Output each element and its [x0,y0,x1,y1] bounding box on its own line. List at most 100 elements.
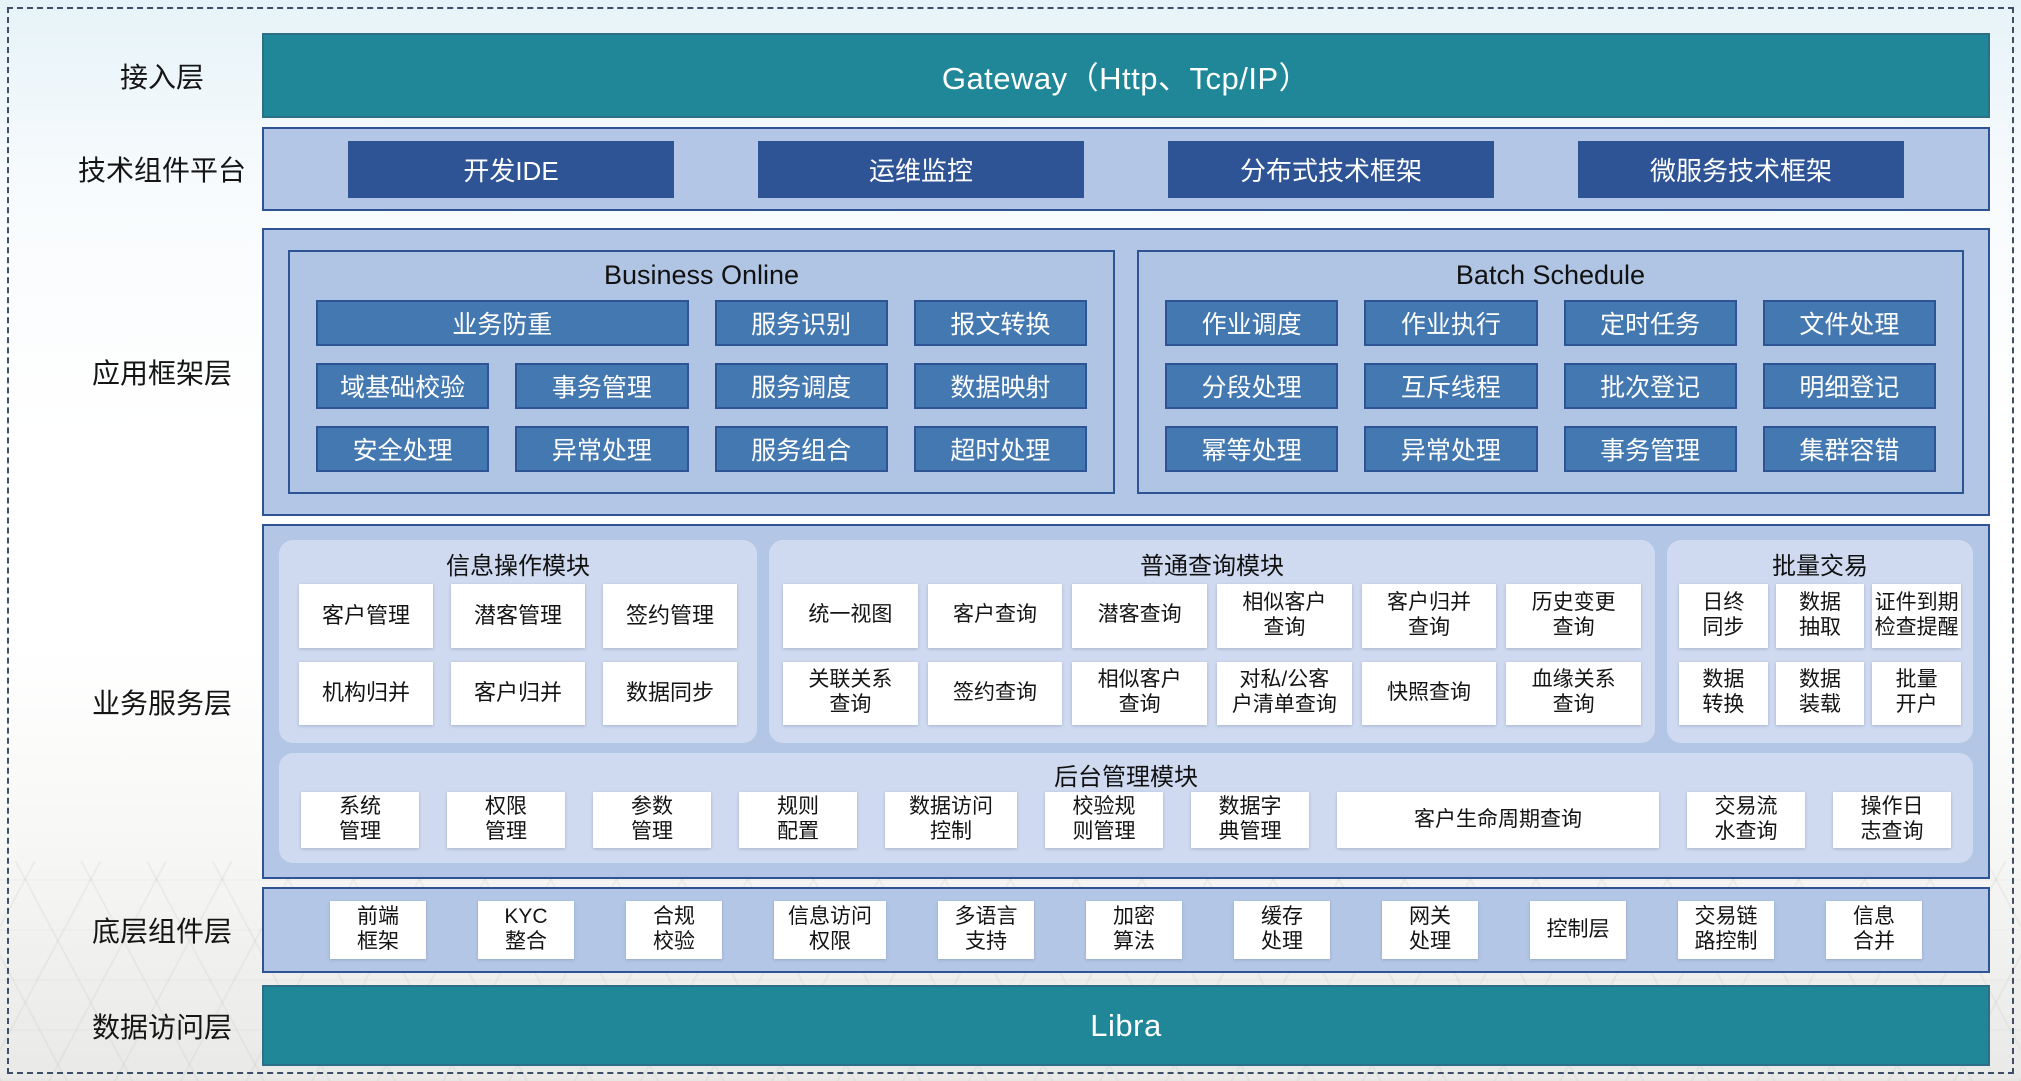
fw-node: 作业调度 [1165,300,1339,346]
service-card: 数据访问 控制 [885,792,1017,848]
batch-transaction-title: 批量交易 [1772,552,1868,580]
service-card: 客户归并 [451,661,585,725]
business-service-top: 信息操作模块 客户管理 潜客管理 签约管理 机构归并 客户归并 数据同步 普通查… [279,540,1973,743]
fw-node: 异常处理 [515,426,689,472]
service-card: 参数 管理 [593,792,711,848]
business-service-row: 信息操作模块 客户管理 潜客管理 签约管理 机构归并 客户归并 数据同步 普通查… [262,524,1990,879]
service-card: 日终 同步 [1679,584,1768,648]
fw-node: 明细登记 [1762,363,1936,409]
gateway-bar: Gateway（Http、Tcp/IP） [262,33,1990,118]
service-card: 数据 抽取 [1775,584,1865,648]
tech-item-ops-monitoring: 运维监控 [758,140,1084,198]
fw-node: 异常处理 [1364,426,1538,472]
fw-node: 幂等处理 [1165,426,1339,472]
tech-item-microservice-framework: 微服务技术框架 [1578,140,1904,198]
service-card: 对私/公客 户清单查询 [1217,661,1352,725]
fw-node: 分段处理 [1165,363,1339,409]
component-card: KYC 整合 [478,901,574,959]
layer-label-app-framework: 应用框架层 [91,358,232,389]
service-card: 校验规 则管理 [1045,792,1163,848]
batch-schedule-panel: Batch Schedule 作业调度 作业执行 定时任务 文件处理 分段处理 … [1137,250,1964,494]
business-online-title: Business Online [603,259,800,290]
fw-node: 报文转换 [913,300,1087,346]
service-card: 快照查询 [1361,661,1497,725]
component-card: 网关 处理 [1382,901,1478,959]
business-online-panel: Business Online 业务防重 服务识别 报文转换 域基础校验 事务管… [288,250,1115,494]
fw-node: 集群容错 [1762,426,1936,472]
backend-admin-title: 后台管理模块 [1054,763,1198,791]
service-card: 系统 管理 [301,792,419,848]
tech-platform-row: 开发IDE 运维监控 分布式技术框架 微服务技术框架 [262,127,1990,211]
info-operation-title: 信息操作模块 [446,552,590,580]
libra-bar: Libra [262,985,1990,1066]
common-query-title: 普通查询模块 [1140,552,1284,580]
service-card: 交易流 水查询 [1687,792,1805,848]
service-card: 统一视图 [783,584,918,648]
libra-bar-text: Libra [1090,1007,1162,1043]
service-card: 潜客查询 [1072,584,1207,648]
service-card: 数据字 典管理 [1191,792,1309,848]
fw-node: 服务调度 [714,363,888,409]
service-card: 数据 转换 [1679,661,1768,725]
service-card: 数据 装载 [1775,661,1865,725]
fw-node: 文件处理 [1762,300,1936,346]
component-card: 加密 算法 [1086,901,1182,959]
component-card: 缓存 处理 [1234,901,1330,959]
fw-node: 数据映射 [913,363,1087,409]
service-card: 历史变更 查询 [1506,584,1641,648]
fw-node: 服务识别 [714,300,888,346]
fw-node: 批次登记 [1563,363,1737,409]
layer-label-access: 接入层 [119,61,204,93]
batch-transaction-module: 批量交易 日终 同步 数据 抽取 证件到期 检查提醒 数据 转换 数据 装载 批… [1667,540,1973,743]
layer-label-base-components: 底层组件层 [91,916,232,947]
batch-schedule-grid: 作业调度 作业执行 定时任务 文件处理 分段处理 互斥线程 批次登记 明细登记 … [1139,298,1962,492]
base-components-row: 前端 框架 KYC 整合 合规 校验 信息访问 权限 多语言 支持 加密 算法 … [262,887,1990,973]
fw-node: 业务防重 [316,300,689,346]
service-card: 客户归并 查询 [1361,584,1497,648]
service-card: 客户生命周期查询 [1337,792,1659,848]
service-card: 签约查询 [927,661,1063,725]
service-card: 关联关系 查询 [783,661,918,725]
fw-node: 超时处理 [913,426,1087,472]
service-card: 客户查询 [927,584,1063,648]
fw-node: 域基础校验 [316,363,490,409]
gateway-bar-text: Gateway（Http、Tcp/IP） [941,61,1311,96]
info-operation-module: 信息操作模块 客户管理 潜客管理 签约管理 机构归并 客户归并 数据同步 [279,540,757,743]
fw-node: 定时任务 [1563,300,1737,346]
service-card: 签约管理 [603,584,737,648]
service-card: 客户管理 [299,584,433,648]
service-card: 相似客户 查询 [1072,661,1207,725]
business-online-grid: 业务防重 服务识别 报文转换 域基础校验 事务管理 服务调度 数据映射 安全处理… [290,298,1113,492]
app-framework-row: Business Online 业务防重 服务识别 报文转换 域基础校验 事务管… [262,228,1990,516]
service-card: 相似客户 查询 [1217,584,1352,648]
service-card: 批量 开户 [1872,661,1961,725]
fw-node: 事务管理 [515,363,689,409]
layer-label-tech-platform: 技术组件平台 [77,155,246,186]
component-card: 交易链 路控制 [1678,901,1774,959]
layer-label-business-service: 业务服务层 [91,687,232,719]
service-card: 证件到期 检查提醒 [1872,584,1961,648]
component-card: 控制层 [1530,901,1626,959]
batch-transaction-grid: 日终 同步 数据 抽取 证件到期 检查提醒 数据 转换 数据 装载 批量 开户 [1667,582,1973,743]
service-card: 数据同步 [603,661,737,725]
common-query-module: 普通查询模块 统一视图 客户查询 潜客查询 相似客户 查询 客户归并 查询 历史… [769,540,1655,743]
info-operation-grid: 客户管理 潜客管理 签约管理 机构归并 客户归并 数据同步 [279,582,757,743]
service-card: 血缘关系 查询 [1506,661,1641,725]
component-card: 信息 合并 [1826,901,1922,959]
component-card: 合规 校验 [626,901,722,959]
component-card: 信息访问 权限 [774,901,886,959]
common-query-grid: 统一视图 客户查询 潜客查询 相似客户 查询 客户归并 查询 历史变更 查询 关… [769,582,1655,743]
tech-item-dev-ide: 开发IDE [348,140,674,198]
fw-node: 安全处理 [316,426,490,472]
backend-admin-cards: 系统 管理 权限 管理 参数 管理 规则 配置 数据访问 控制 校验规 则管理 … [279,791,1973,863]
batch-schedule-title: Batch Schedule [1455,259,1646,290]
service-card: 潜客管理 [451,584,585,648]
layer-label-data-access: 数据访问层 [91,1011,232,1043]
backend-admin-module: 后台管理模块 系统 管理 权限 管理 参数 管理 规则 配置 数据访问 控制 校… [279,753,1973,863]
component-card: 前端 框架 [330,901,426,959]
service-card: 机构归并 [299,661,433,725]
fw-node: 互斥线程 [1364,363,1538,409]
fw-node: 作业执行 [1364,300,1538,346]
service-card: 规则 配置 [739,792,857,848]
